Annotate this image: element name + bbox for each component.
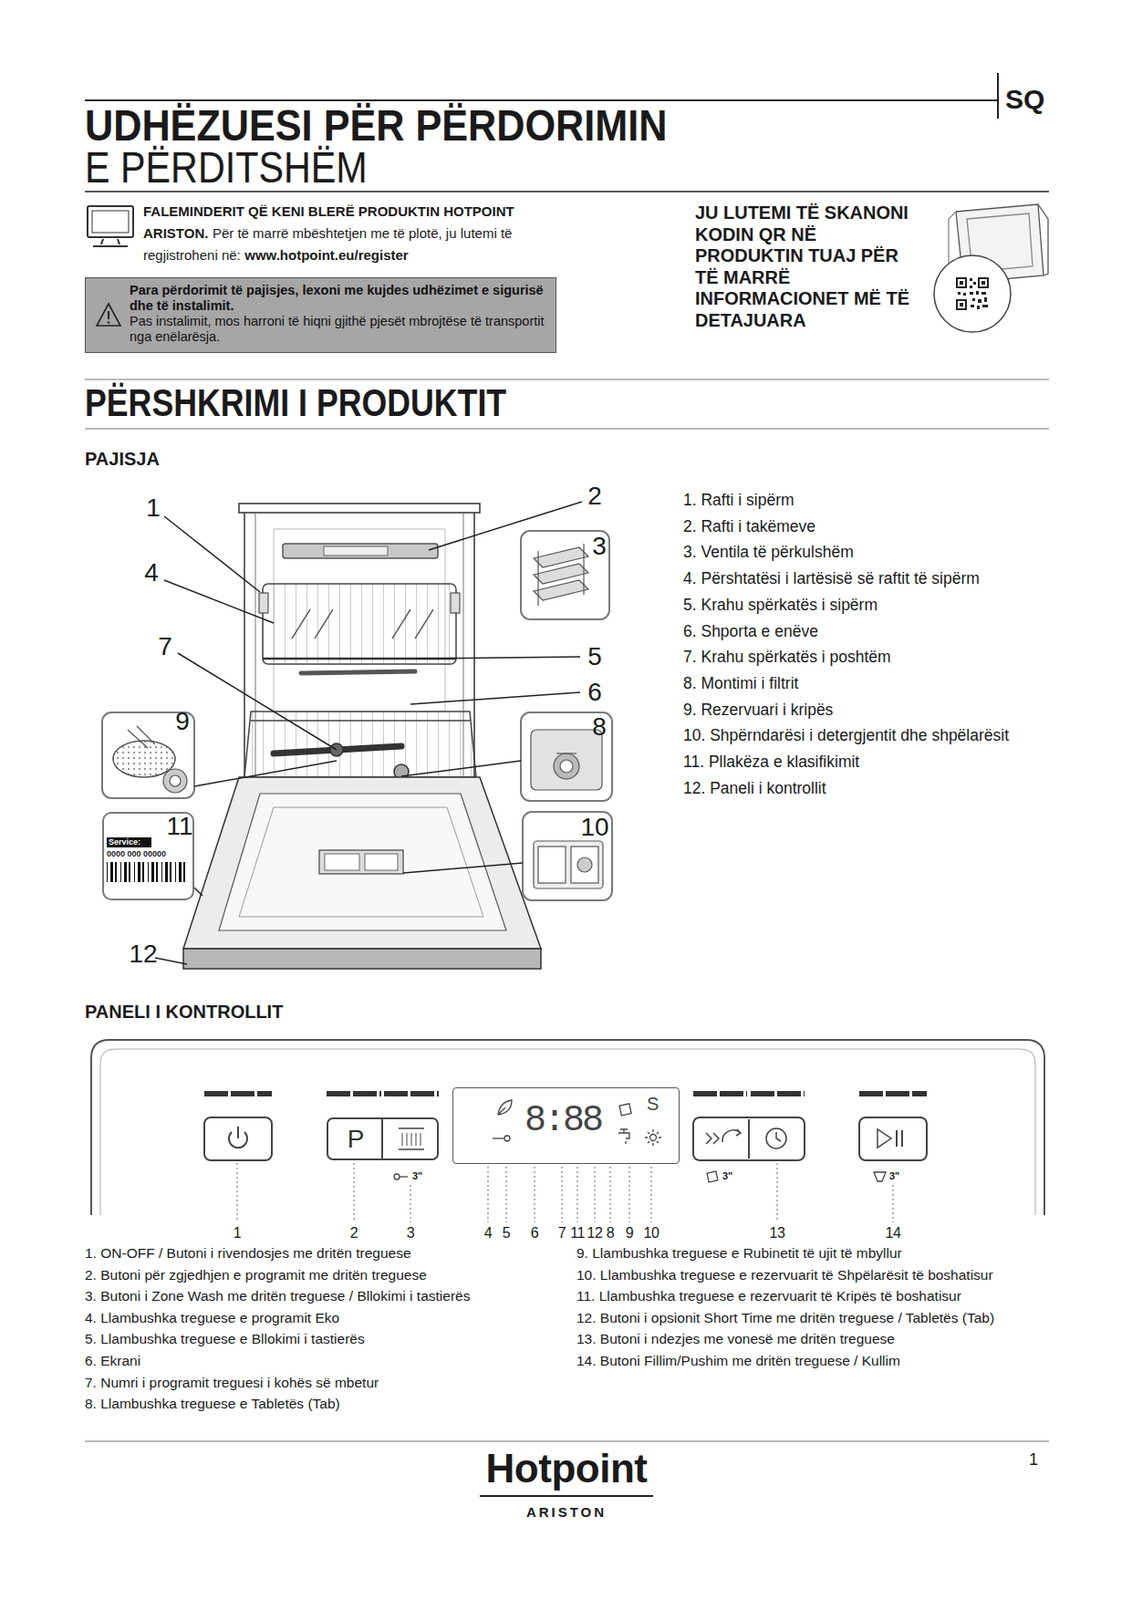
callout-number: 12 bbox=[128, 939, 157, 969]
control-legend: 9. Llambushka treguese e Rubinetit të uj… bbox=[576, 1242, 1088, 1372]
list-item: 2. Rafti i takëmeve bbox=[683, 513, 1009, 541]
callout-number: 1 bbox=[145, 493, 161, 523]
intro-text: www.hotpoint.eu/register bbox=[244, 247, 408, 263]
warning-box: Para përdorimit të pajisjes, lexoni me k… bbox=[84, 277, 557, 354]
callout-number: 8 bbox=[606, 1225, 614, 1242]
page-text: 1 bbox=[1028, 1450, 1039, 1470]
control-legend: 1. ON-OFF / Butoni i rivendosjes me drit… bbox=[84, 1242, 573, 1415]
callout-number: 4 bbox=[484, 1225, 492, 1242]
node-text: Service: bbox=[106, 837, 152, 848]
callout-number: 12 bbox=[587, 1225, 603, 1242]
callout-number: 11 bbox=[570, 1225, 585, 1242]
page-text: PAJISJA bbox=[84, 448, 160, 470]
list-item: 12. Butoni i opsionit Short Time me drit… bbox=[576, 1307, 1088, 1330]
node-text: P bbox=[328, 1119, 384, 1159]
list-item: 12. Paneli i kontrollit bbox=[683, 775, 1009, 802]
page-text: 3" bbox=[889, 1170, 900, 1183]
node-text: Para përdorimit të pajisjes, lexoni me k… bbox=[129, 282, 549, 314]
node-text: S bbox=[646, 1093, 659, 1114]
callout-number: 7 bbox=[157, 632, 173, 662]
list-item: 9. Rezervuari i kripës bbox=[683, 696, 1009, 724]
page-text: ARISTON bbox=[526, 1504, 607, 1520]
list-item: 6. Shporta e enëve bbox=[683, 618, 1009, 645]
page-text: JU LUTEMI TË SKANONI KODIN QR NË PRODUKT… bbox=[695, 201, 925, 331]
list-item: 11. Pllakëza e klasifikimit bbox=[683, 748, 1009, 776]
node-text: Pas instalimit, mos harroni të hiqni gji… bbox=[129, 313, 549, 345]
list-item: 9. Llambushka treguese e Rubinetit të uj… bbox=[576, 1242, 1088, 1265]
callout-number: 3 bbox=[591, 531, 607, 561]
page-text: 3" bbox=[412, 1170, 423, 1183]
callout-number: 9 bbox=[625, 1225, 634, 1242]
callout-number: 9 bbox=[175, 706, 190, 737]
callout-number: 10 bbox=[580, 812, 609, 842]
list-item: 6. Ekrani bbox=[84, 1350, 573, 1372]
list-item: 3. Butoni i Zone Wash me dritën treguese… bbox=[84, 1285, 573, 1308]
list-item: 2. Butoni për zgjedhjen e programit me d… bbox=[84, 1264, 573, 1287]
list-item: 8. Montimi i filtrit bbox=[683, 670, 1009, 697]
callout-number: 1 bbox=[233, 1225, 241, 1242]
list-item: 3. Ventila të përkulshëm bbox=[683, 539, 1009, 566]
page-title: UDHËZUESI PËR PËRDORIMIN bbox=[84, 103, 667, 148]
list-item: 11. Llambushka treguese e rezervuarit të… bbox=[576, 1285, 1088, 1308]
callout-number: 6 bbox=[587, 677, 603, 707]
callout-number: 5 bbox=[502, 1225, 510, 1242]
thanks-text: FALEMINDERIT QË KENI BLERË PRODUKTIN HOT… bbox=[143, 200, 563, 267]
callout-number: 10 bbox=[643, 1225, 660, 1242]
list-item: 10. Shpërndarësi i detergjentit dhe shpë… bbox=[683, 722, 1009, 749]
list-item: 7. Krahu spërkatës i poshtëm bbox=[683, 643, 1009, 671]
page-text: Hotpoint bbox=[486, 1445, 648, 1493]
node-text: 0000 000 00000 bbox=[106, 849, 167, 860]
page-text: PËRSHKRIMI I PRODUKTIT bbox=[84, 384, 507, 423]
callout-number: 3 bbox=[406, 1225, 415, 1242]
page-text: E PËRDITSHËM bbox=[84, 145, 368, 190]
callout-number: 2 bbox=[587, 481, 603, 511]
list-item: 14. Butoni Fillim/Pushim me dritën tregu… bbox=[576, 1350, 1088, 1372]
callout-number: 2 bbox=[350, 1225, 358, 1242]
list-item: 8. Llambushka treguese e Tabletës (Tab) bbox=[84, 1392, 573, 1415]
display-panel: 8:88 S bbox=[452, 1087, 680, 1164]
list-item: 4. Llambushka treguese e programit Eko bbox=[84, 1307, 573, 1330]
page-text: SQ bbox=[1005, 83, 1045, 116]
list-item: 1. ON-OFF / Butoni i rivendosjes me drit… bbox=[84, 1242, 573, 1265]
list-item: 13. Butoni i ndezjes me vonesë me dritën… bbox=[576, 1328, 1088, 1351]
list-item: 10. Llambushka treguese e rezervuarit të… bbox=[576, 1264, 1088, 1287]
list-item: 5. Krahu spërkatës i sipërm bbox=[683, 591, 1009, 619]
list-item: 1. Rafti i sipërm bbox=[683, 487, 1009, 514]
node-text: 8:88 bbox=[524, 1100, 602, 1142]
page-text: 3" bbox=[722, 1170, 733, 1183]
parts-list: 1. Rafti i sipërm2. Rafti i takëmeve3. V… bbox=[683, 487, 1009, 801]
callout-number: 4 bbox=[144, 558, 159, 588]
page-text: PANELI I KONTROLLIT bbox=[84, 1001, 283, 1023]
callout-number: 13 bbox=[769, 1225, 786, 1242]
callout-number: 5 bbox=[587, 642, 603, 672]
callout-number: 11 bbox=[166, 811, 193, 842]
list-item: 5. Llambushka treguese e Bllokimi i tast… bbox=[84, 1328, 573, 1351]
list-item: 7. Numri i programit treguesi i kohës së… bbox=[84, 1371, 573, 1394]
callout-number: 6 bbox=[530, 1225, 539, 1242]
callout-number: 8 bbox=[591, 712, 607, 742]
callout-number: 14 bbox=[885, 1225, 902, 1242]
callout-number: 7 bbox=[558, 1225, 566, 1242]
program-button: P bbox=[326, 1117, 439, 1161]
list-item: 4. Përshtatësi i lartësisë së raftit të … bbox=[683, 565, 1009, 592]
